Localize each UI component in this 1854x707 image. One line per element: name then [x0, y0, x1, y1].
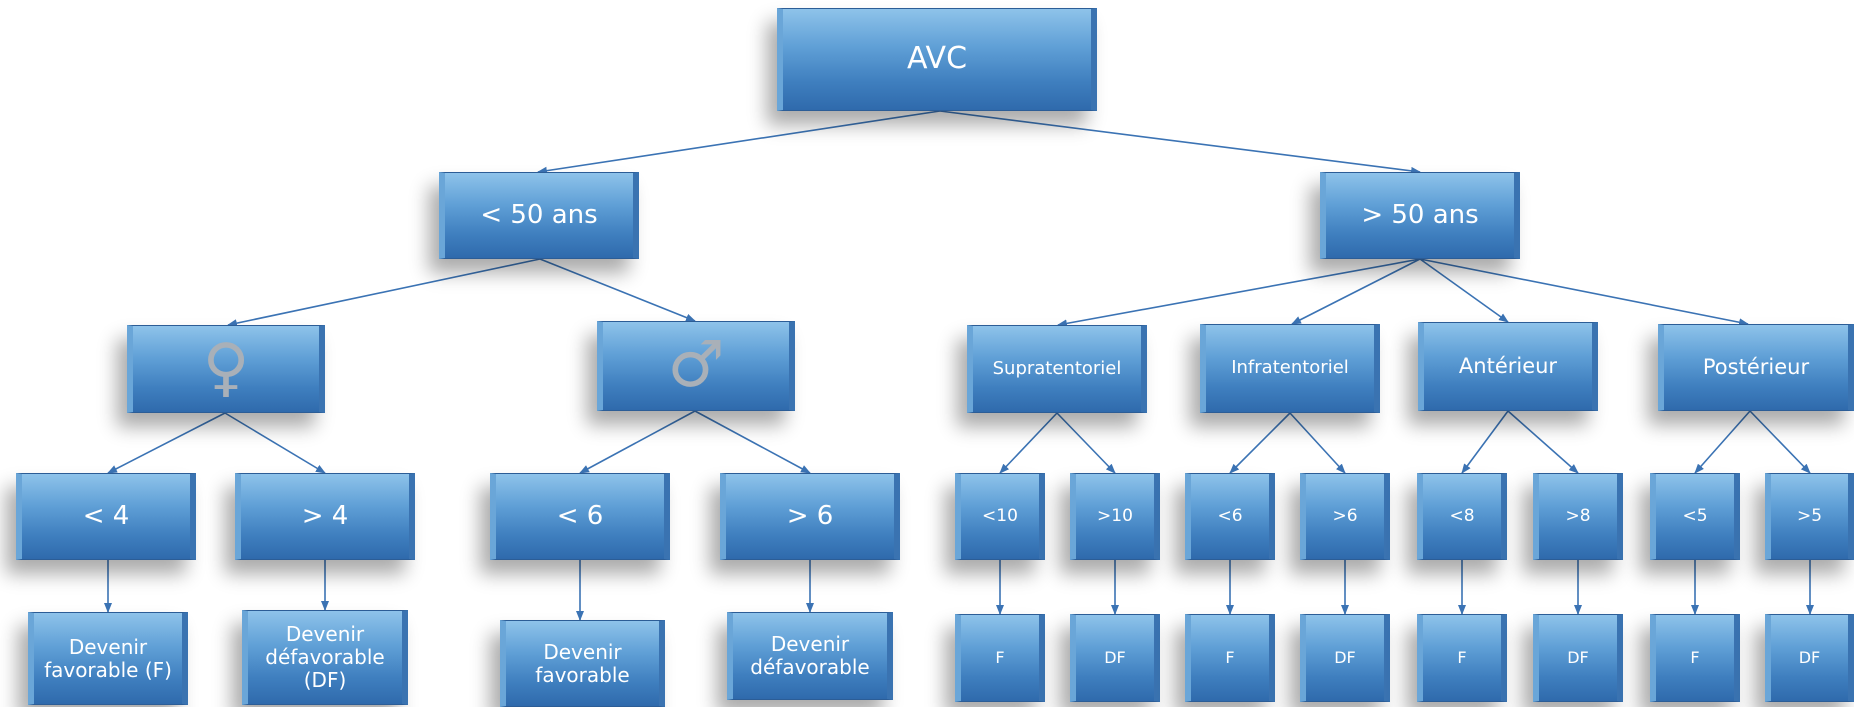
node-supra-over-10: >10 [1070, 473, 1160, 560]
female-symbol-icon: ♀ [202, 331, 250, 406]
node-outcome-f-2-label: F [1225, 647, 1235, 667]
node-post-under-5: <5 [1650, 473, 1740, 560]
node-outcome-f-1: F [955, 614, 1045, 702]
edge-infra-lt6 [1229, 412, 1291, 474]
node-outcome-df-4: DF [1765, 614, 1854, 702]
node-outcome-df-2: DF [1300, 614, 1390, 702]
node-infra-under-6: <6 [1185, 473, 1275, 560]
edge-ant-gt8 [1507, 410, 1579, 474]
node-outcome-defavorable-df: Devenir défavorable (DF) [242, 610, 408, 705]
node-outcome-df-3-label: DF [1567, 647, 1589, 667]
edge-female-gt4 [224, 412, 326, 474]
node-supratentoriel: Supratentoriel [967, 325, 1147, 413]
node-posterieur: Postérieur [1658, 324, 1854, 411]
node-outcome-df-3: DF [1533, 614, 1623, 702]
node-age-under-50-label: < 50 ans [480, 199, 598, 230]
edge-gt50-infra [1291, 258, 1421, 325]
node-supratentoriel-label: Supratentoriel [992, 357, 1122, 379]
node-post-over-5-label: >5 [1796, 505, 1823, 526]
edge-male-lt6 [579, 410, 696, 474]
edge-post-lt5 [1694, 410, 1751, 474]
node-female-under-4-label: < 4 [82, 500, 130, 531]
edge-gt50-ant [1419, 258, 1509, 323]
node-ant-under-8: <8 [1417, 473, 1507, 560]
node-female-over-4-label: > 4 [301, 500, 349, 531]
edge-lt50-female [227, 258, 541, 328]
node-outcome-defavorable: Devenir défavorable [727, 612, 893, 700]
node-root-label: AVC [906, 41, 968, 77]
node-supra-under-10-label: <10 [982, 505, 1018, 526]
edge-lt50-male [539, 258, 696, 322]
node-outcome-f-4-label: F [1690, 647, 1700, 667]
node-outcome-favorable-f: Devenir favorable (F) [28, 612, 188, 705]
node-male: ♂ [597, 321, 795, 411]
node-outcome-f-3-label: F [1457, 647, 1467, 667]
node-posterieur-label: Postérieur [1702, 355, 1810, 380]
node-female-under-4: < 4 [16, 473, 196, 560]
node-outcome-df-4-label: DF [1798, 647, 1821, 667]
node-infra-over-6-label: >6 [1332, 505, 1358, 526]
edge-supra-gt10 [1056, 412, 1116, 474]
node-anterieur: Antérieur [1418, 322, 1598, 411]
edge-female-lt4 [107, 412, 226, 474]
node-outcome-favorable-f-label: Devenir favorable (F) [44, 634, 172, 682]
edge-infra-gt6 [1289, 412, 1346, 474]
edge-root-gt50 [939, 110, 1421, 175]
node-post-over-5: >5 [1765, 473, 1854, 560]
node-outcome-df-1: DF [1070, 614, 1160, 702]
node-outcome-defavorable-df-label: Devenir défavorable (DF) [265, 622, 385, 692]
edge-supra-lt10 [999, 412, 1058, 474]
edge-male-gt6 [694, 410, 811, 474]
edge-gt50-post [1419, 258, 1749, 327]
node-infratentoriel: Infratentoriel [1200, 324, 1380, 413]
edge-post-gt5 [1749, 410, 1811, 474]
node-outcome-df-1-label: DF [1104, 647, 1126, 667]
node-female: ♀ [127, 325, 325, 413]
node-root: AVC [777, 8, 1097, 111]
node-infra-under-6-label: <6 [1217, 505, 1243, 526]
node-ant-over-8: >8 [1533, 473, 1623, 560]
male-symbol-icon: ♂ [667, 328, 725, 403]
node-anterieur-label: Antérieur [1458, 354, 1558, 379]
edge-ant-lt8 [1461, 410, 1509, 474]
node-age-over-50-label: > 50 ans [1361, 199, 1479, 230]
node-supra-under-10: <10 [955, 473, 1045, 560]
node-infratentoriel-label: Infratentoriel [1231, 357, 1349, 379]
node-outcome-df-2-label: DF [1334, 647, 1356, 667]
node-outcome-favorable-label: Devenir favorable [535, 639, 630, 687]
node-male-under-6-label: < 6 [556, 500, 604, 531]
node-supra-over-10-label: >10 [1097, 505, 1133, 526]
node-post-under-5-label: <5 [1682, 505, 1708, 526]
node-ant-over-8-label: >8 [1565, 505, 1591, 526]
edge-gt50-supra [1057, 258, 1421, 328]
node-male-over-6: > 6 [720, 473, 900, 560]
node-outcome-f-3: F [1417, 614, 1507, 702]
node-outcome-f-2: F [1185, 614, 1275, 702]
node-age-under-50: < 50 ans [439, 172, 639, 259]
node-male-under-6: < 6 [490, 473, 670, 560]
node-ant-under-8-label: <8 [1449, 505, 1475, 526]
node-female-over-4: > 4 [235, 473, 415, 560]
node-outcome-f-4: F [1650, 614, 1740, 702]
node-infra-over-6: >6 [1300, 473, 1390, 560]
node-male-over-6-label: > 6 [786, 500, 834, 531]
node-outcome-f-1-label: F [995, 647, 1005, 667]
node-age-over-50: > 50 ans [1320, 172, 1520, 259]
node-outcome-defavorable-label: Devenir défavorable [750, 632, 870, 679]
node-outcome-favorable: Devenir favorable [500, 620, 665, 707]
edge-root-lt50 [537, 110, 941, 175]
